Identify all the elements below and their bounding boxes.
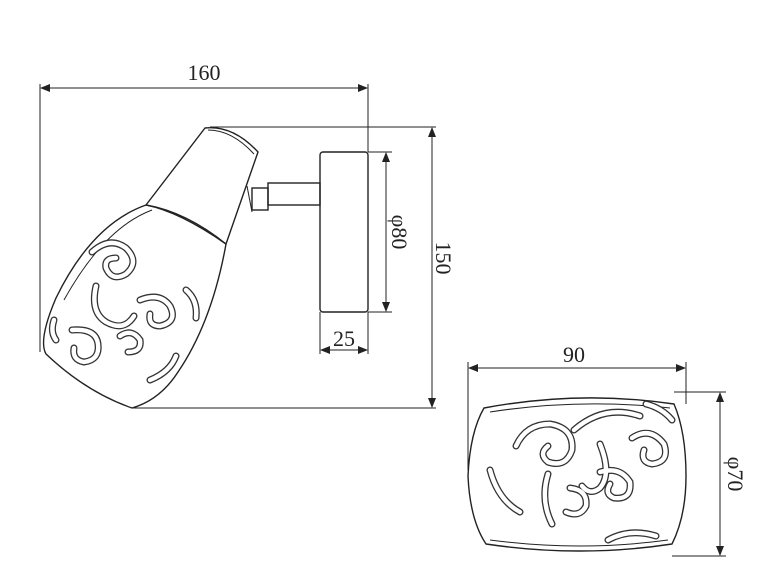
dimension-shade-length: 90 — [467, 342, 687, 470]
shade-detail-view: 90 φ70 — [467, 342, 748, 557]
side-view: 160 150 φ80 25 — [39, 60, 456, 409]
swivel-arm — [246, 182, 321, 213]
lamp-shade-side — [42, 127, 259, 409]
shade-ornament-side — [48, 239, 200, 384]
base-depth-label: 25 — [333, 326, 355, 351]
overall-width-label: 160 — [188, 60, 221, 85]
dimension-base-diameter: φ80 — [368, 151, 412, 313]
dimension-base-depth: 25 — [319, 312, 369, 354]
shade-diameter-label: φ70 — [723, 457, 748, 492]
wall-base-plate — [319, 151, 369, 313]
shade-length-label: 90 — [563, 342, 585, 367]
base-diameter-label: φ80 — [387, 215, 412, 250]
overall-height-label: 150 — [431, 242, 456, 275]
dimension-overall-height: 150 — [132, 126, 456, 409]
dimension-shade-diameter: φ70 — [672, 391, 748, 557]
shade-ornament-detail — [486, 400, 676, 544]
dimension-overall-width: 160 — [39, 60, 369, 352]
